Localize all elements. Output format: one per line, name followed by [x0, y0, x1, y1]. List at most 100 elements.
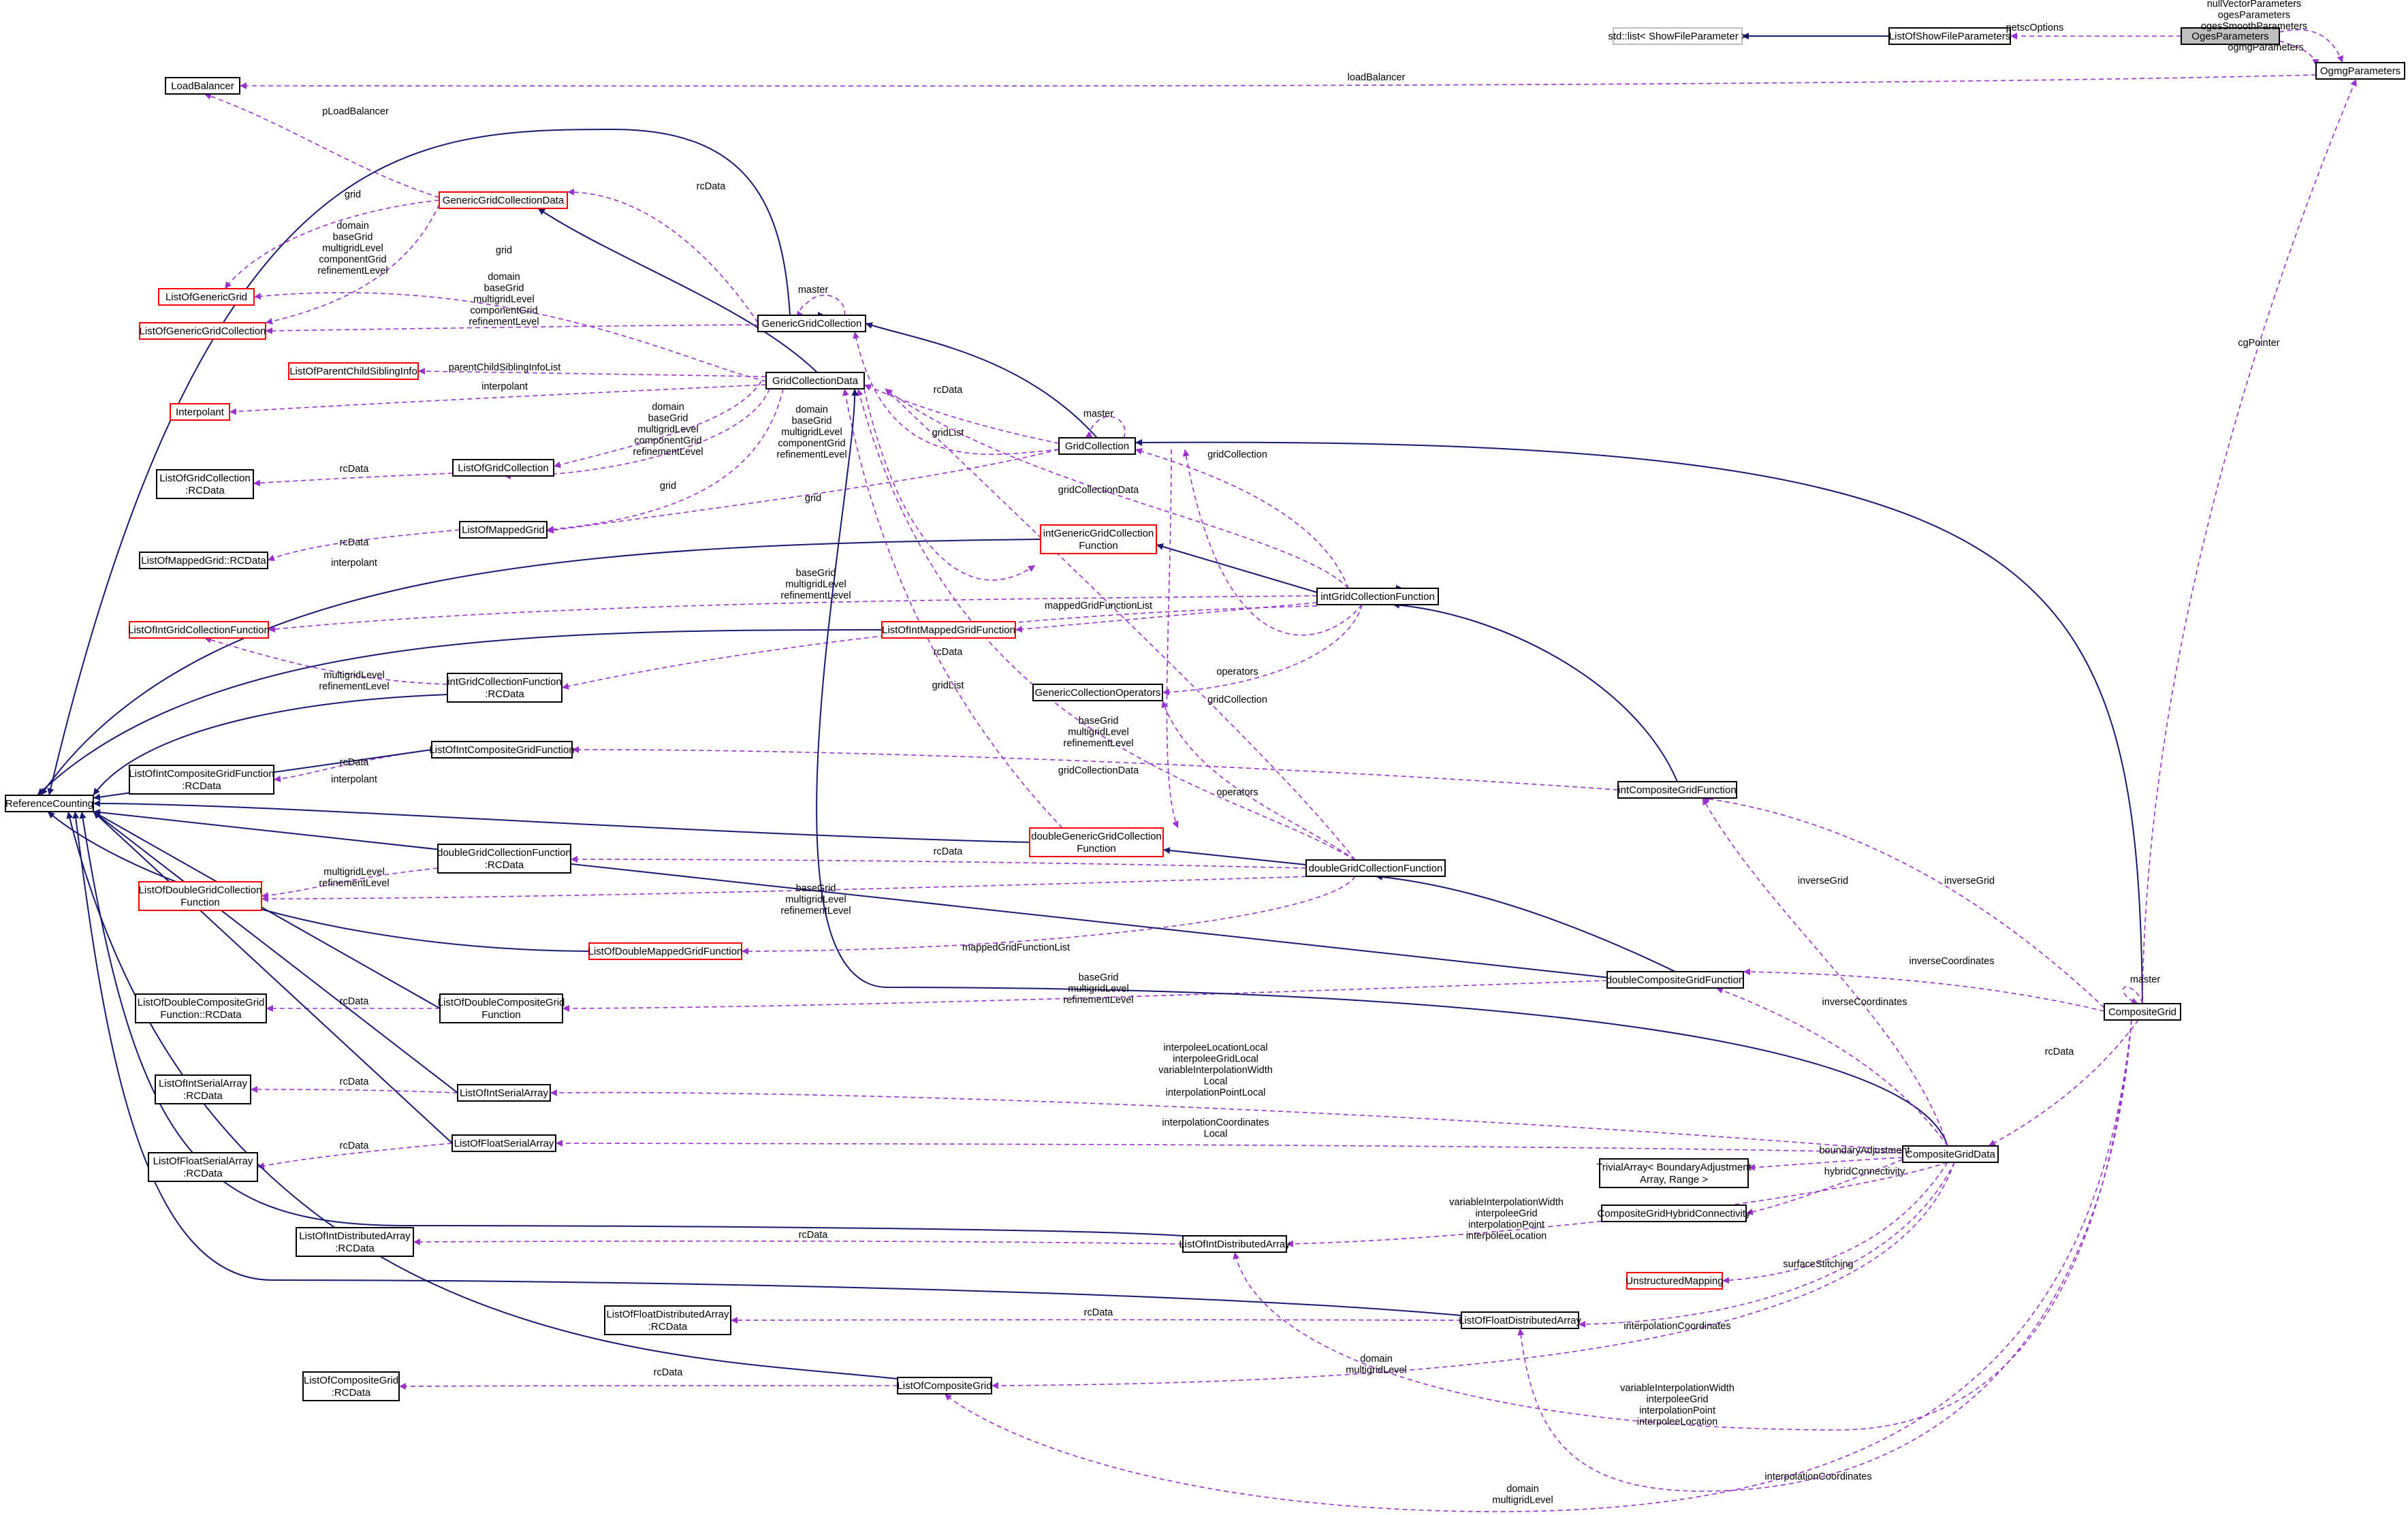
class-node-loicgfrc[interactable]: ListOfIntCompositeGridFunction:RCData [129, 765, 274, 795]
class-node-interp[interactable]: Interpolant [170, 403, 230, 421]
class-node-box [1888, 27, 2011, 45]
edge-label: multigridLevel [785, 895, 846, 906]
class-node-lomgrc[interactable]: ListOfMappedGrid::RCData [139, 552, 268, 569]
edge-label: rcData [697, 181, 727, 192]
class-node-dgcf[interactable]: doubleGridCollectionFunction [1305, 859, 1446, 877]
edge-label: Local [1204, 1077, 1228, 1087]
class-node-loisa[interactable]: ListOfIntSerialArray [457, 1084, 551, 1102]
class-node-label: UnstructuredMapping [1626, 1275, 1723, 1287]
class-node-label: OgesParameters [2191, 31, 2268, 42]
class-node-cgd[interactable]: CompositeGridData [1902, 1145, 1999, 1163]
class-node-igcf[interactable]: intGridCollectionFunction [1316, 588, 1439, 605]
class-node-gcd[interactable]: GridCollectionData [765, 372, 865, 389]
usage-edge [1233, 1019, 2132, 1431]
class-node-label: TrivialArray< BoundaryAdjustment [1596, 1162, 1752, 1173]
class-node-loggc[interactable]: ListOfGenericGridCollection [139, 322, 266, 340]
edge-label: interpoleeLocation [1637, 1417, 1718, 1428]
class-node-label: ListOfGridCollection [458, 462, 548, 474]
usage-edge [1702, 797, 1948, 1147]
class-node-label: :RCData [185, 485, 225, 496]
class-node-icgf[interactable]: intCompositeGridFunction [1617, 781, 1737, 799]
class-node-cg[interactable]: CompositeGrid [2104, 1003, 2181, 1021]
class-node-lofsa[interactable]: ListOfFloatSerialArray [452, 1134, 556, 1152]
edge-label: inverseCoordinates [1822, 997, 1907, 1008]
class-node-ggcd[interactable]: GenericGridCollectionData [439, 191, 568, 209]
class-node-ogmgp[interactable]: OgmgParameters [2315, 62, 2405, 80]
edge-label: gridList [932, 428, 964, 438]
class-node-lodcgfrc[interactable]: ListOfDoubleCompositeGridFunction::RCDat… [135, 993, 267, 1023]
class-node-cghc[interactable]: CompositeGridHybridConnectivity [1597, 1205, 1751, 1222]
class-node-igcfrc[interactable]: intGridCollectionFunction:RCData [447, 673, 563, 703]
class-node-lomg[interactable]: ListOfMappedGrid [459, 521, 548, 539]
usage-edge [864, 388, 1036, 581]
class-node-ogesp[interactable]: OgesParameters [2181, 27, 2280, 45]
usage-edge [1517, 1019, 2132, 1492]
edge-label: interpolationPointLocal [1166, 1087, 1266, 1098]
edge-label: interpolant [331, 774, 377, 785]
class-node-lofsarc[interactable]: ListOfFloatSerialArray:RCData [148, 1152, 258, 1182]
class-node-lodmgf[interactable]: ListOfDoubleMappedGridFunction [588, 942, 743, 960]
class-node-loida[interactable]: ListOfIntDistributedArray [1179, 1235, 1290, 1253]
class-node-label: :RCData [183, 1090, 223, 1102]
class-node-box [129, 621, 269, 639]
class-node-loimgf[interactable]: ListOfIntMappedGridFunction [881, 621, 1016, 639]
class-node-lopcsi[interactable]: ListOfParentChildSiblingInfo [288, 362, 419, 380]
class-node-dgcfrc[interactable]: doubleGridCollectionFunction:RCData [437, 844, 571, 874]
usage-edge [562, 980, 1608, 1012]
class-node-loicgf[interactable]: ListOfIntCompositeGridFunction [429, 741, 575, 759]
class-node-loidarc[interactable]: ListOfIntDistributedArray:RCData [296, 1227, 414, 1257]
class-node-logcrc[interactable]: ListOfGridCollection:RCData [156, 469, 254, 499]
usage-edge [224, 200, 440, 289]
class-node-logg[interactable]: ListOfGenericGrid [158, 288, 255, 306]
class-node-box [1606, 971, 1744, 989]
class-node-label: ListOfDoubleCompositeGrid [138, 997, 265, 1008]
inheritance-edge [79, 811, 1184, 1237]
class-node-box [452, 1134, 556, 1152]
edge-label: mappedGridFunctionList [1045, 601, 1152, 611]
usage-edge [853, 331, 1060, 456]
class-node-rc[interactable]: ReferenceCounting [5, 795, 94, 812]
edge-label: interpolant [481, 381, 528, 392]
class-node-dcgf[interactable]: doubleCompositeGridFunction [1606, 971, 1745, 989]
class-node-gco[interactable]: GenericCollectionOperators [1032, 684, 1163, 701]
usage-edge [261, 867, 439, 899]
class-node-ggc[interactable]: GenericGridCollection [757, 315, 866, 332]
class-node-stdlist[interactable]: std::list< ShowFileParameter > [1608, 27, 1747, 45]
class-node-label: intGridCollectionFunction [447, 676, 562, 688]
class-node-lb[interactable]: LoadBalancer [165, 77, 240, 95]
class-node-box [588, 942, 742, 960]
class-node-box [288, 362, 419, 380]
usage-edge [546, 449, 1060, 534]
class-node-lofda[interactable]: ListOfFloatDistributedArray [1459, 1311, 1582, 1329]
class-node-label: ListOfGenericGrid [165, 291, 247, 303]
class-node-label: ListOfGenericGridCollection [140, 325, 266, 337]
class-node-box [437, 844, 571, 874]
usage-edge [503, 388, 770, 480]
edge-label: Local [1204, 1129, 1228, 1140]
class-node-box [431, 741, 573, 759]
class-node-um[interactable]: UnstructuredMapping [1626, 1272, 1724, 1290]
class-node-locgrc[interactable]: ListOfCompositeGrid:RCData [302, 1371, 400, 1401]
class-node-logc[interactable]: ListOfGridCollection [452, 459, 554, 477]
class-node-label: Function::RCData [160, 1009, 242, 1021]
class-node-label: doubleGenericGridCollection [1031, 831, 1162, 842]
class-node-box [1040, 524, 1157, 554]
edge-label: cgPointer [2238, 338, 2279, 349]
class-node-loigcf[interactable]: ListOfIntGridCollectionFunction [128, 621, 270, 639]
edge-label: baseGrid [792, 416, 832, 427]
class-node-box [1461, 1311, 1579, 1329]
class-node-lofdarc[interactable]: ListOfFloatDistributedArray:RCData [604, 1305, 731, 1335]
class-node-locg[interactable]: ListOfCompositeGrid [897, 1377, 992, 1394]
class-node-gc[interactable]: GridCollection [1058, 437, 1136, 455]
edge-label: baseGrid [796, 568, 836, 579]
class-node-loisarc[interactable]: ListOfIntSerialArray:RCData [155, 1074, 251, 1104]
edge-label: multigridLevel [473, 294, 534, 305]
class-node-box [1617, 781, 1737, 799]
class-node-losfp[interactable]: ListOfShowFileParameters [1888, 27, 2011, 45]
edge-label: mappedGridFunctionList [962, 942, 1070, 953]
